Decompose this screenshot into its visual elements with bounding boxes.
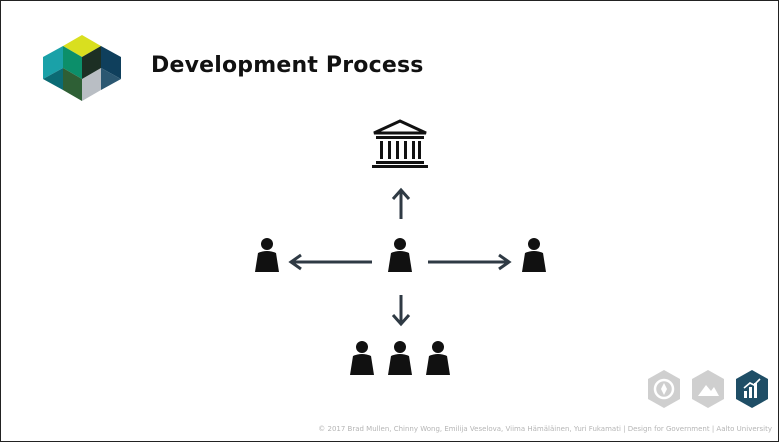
government-building-icon [372, 119, 428, 168]
person-icon-group-2 [388, 341, 412, 375]
compass-badge-icon [648, 370, 680, 408]
arrow-down-icon [391, 295, 411, 327]
person-icon-left [255, 238, 279, 272]
logo-icon [43, 35, 121, 101]
arrow-right-icon [428, 253, 512, 271]
page-title: Development Process [151, 53, 424, 78]
chart-badge-icon [736, 370, 768, 408]
mountain-badge-icon [692, 370, 724, 408]
footer-credits: © 2017 Brad Mullen, Chinny Wong, Emilija… [318, 425, 772, 433]
person-icon-center [388, 238, 412, 272]
person-icon-group-1 [350, 341, 374, 375]
arrow-up-icon [391, 187, 411, 219]
arrow-left-icon [288, 253, 372, 271]
person-icon-group-3 [426, 341, 450, 375]
person-icon-right [522, 238, 546, 272]
